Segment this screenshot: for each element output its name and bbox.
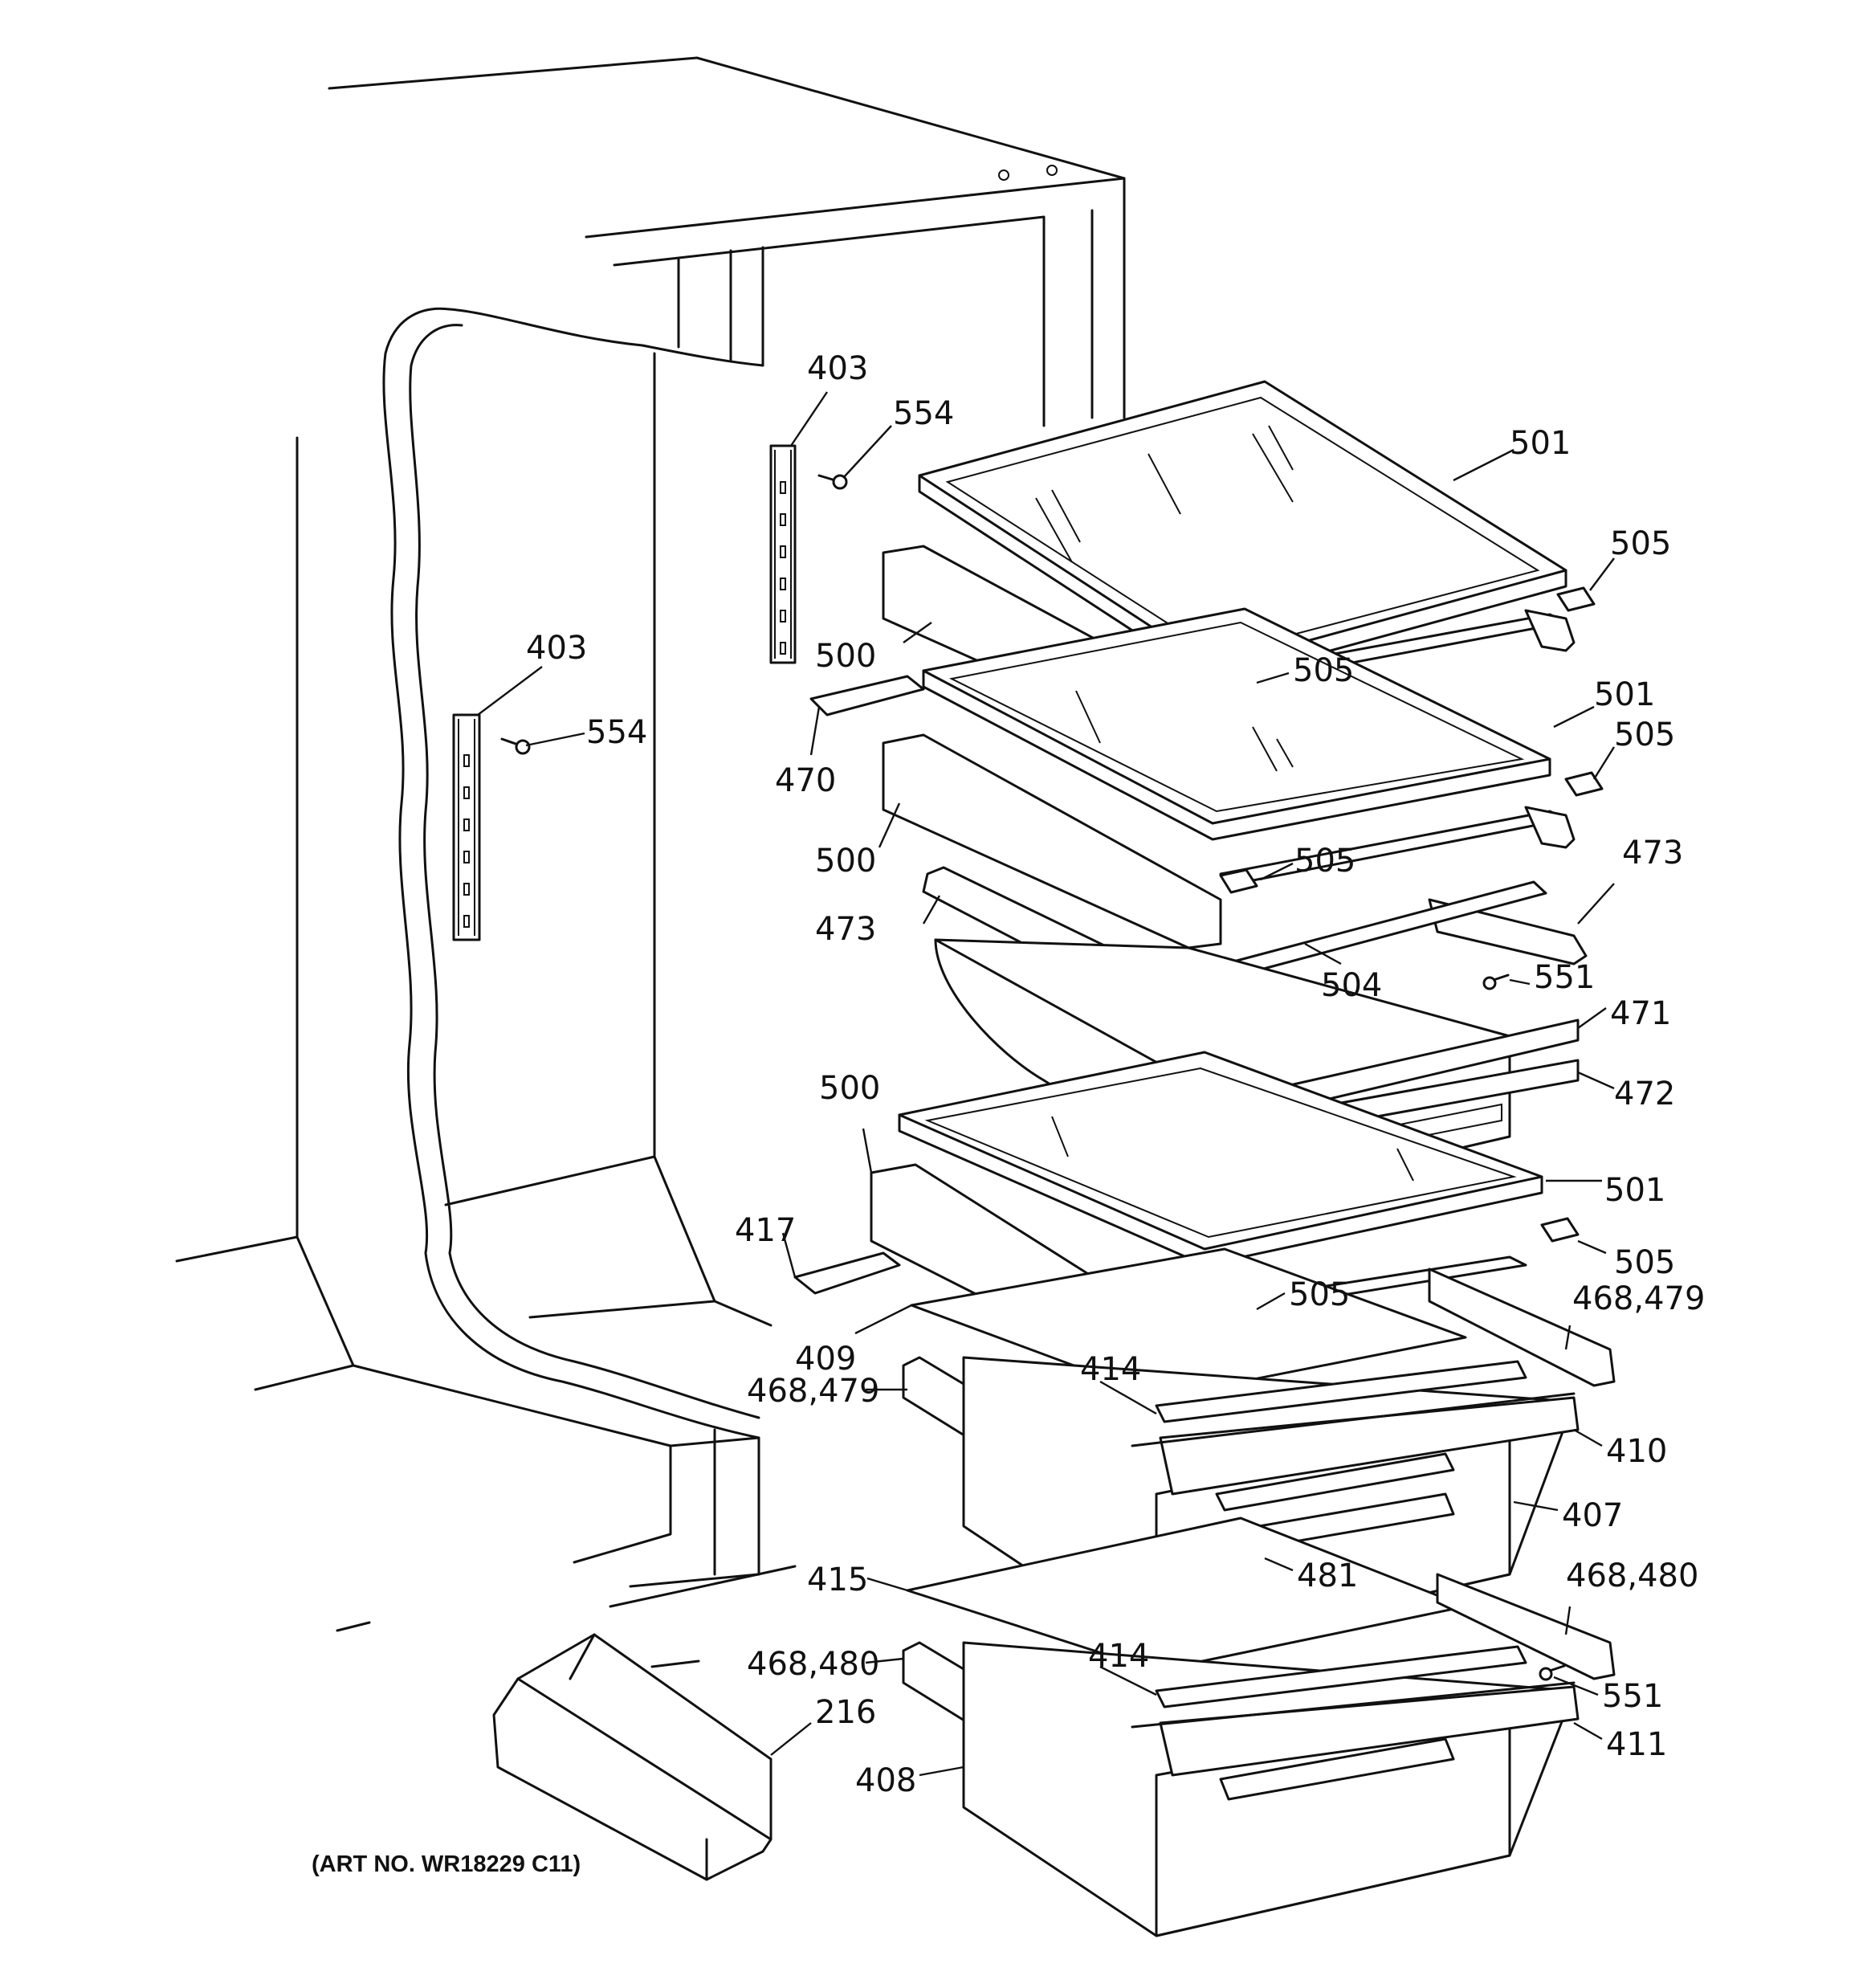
callout-417: 417 bbox=[735, 1212, 796, 1249]
trim-414-lower bbox=[1155, 1645, 1527, 1708]
screw-551-upper bbox=[1482, 974, 1510, 990]
end-cap-505-c bbox=[1564, 771, 1604, 797]
callout-403-upper: 403 bbox=[807, 350, 868, 387]
callout-554-lower: 554 bbox=[586, 714, 647, 751]
callout-500-top: 500 bbox=[815, 638, 876, 675]
callout-505-lower-right: 505 bbox=[1614, 1244, 1675, 1281]
callout-470: 470 bbox=[775, 762, 836, 799]
callout-505-middle-center: 505 bbox=[1294, 843, 1355, 880]
callout-414-upper: 414 bbox=[1080, 1351, 1141, 1388]
end-cap-505-e bbox=[1540, 1217, 1580, 1243]
callout-468-479-left: 468,479 bbox=[747, 1373, 879, 1410]
callout-505-top-right: 505 bbox=[1610, 525, 1671, 562]
trim-414-upper bbox=[1155, 1360, 1527, 1423]
callout-505-lower-center: 505 bbox=[1289, 1276, 1350, 1313]
end-cap-505-a bbox=[1556, 586, 1596, 612]
shelf-support-500-middle bbox=[882, 733, 1222, 949]
callout-216: 216 bbox=[815, 1694, 876, 1731]
frame-411 bbox=[1131, 1681, 1576, 1729]
cover-473-right bbox=[1428, 898, 1588, 965]
callout-554-upper: 554 bbox=[893, 395, 954, 432]
screw-upper bbox=[817, 474, 848, 490]
screw-lower bbox=[500, 737, 531, 755]
drawer-408 bbox=[962, 1641, 1580, 1937]
callout-501-top: 501 bbox=[1510, 425, 1571, 462]
callout-labels: 403 554 403 554 501 505 500 505 501 505 … bbox=[526, 350, 1705, 1799]
callout-505-middle-right: 505 bbox=[1614, 716, 1675, 753]
callout-500-middle: 500 bbox=[815, 843, 876, 880]
callout-473-right: 473 bbox=[1622, 835, 1683, 872]
leader-lines bbox=[477, 391, 1616, 1777]
callout-472: 472 bbox=[1614, 1076, 1675, 1112]
callout-501-middle: 501 bbox=[1594, 676, 1655, 713]
cabinet bbox=[175, 56, 1126, 1668]
rail-417 bbox=[793, 1251, 901, 1295]
frame-410 bbox=[1131, 1392, 1576, 1447]
drawer-slide-468-480-right bbox=[1436, 1573, 1616, 1680]
handle-408 bbox=[1219, 1737, 1455, 1801]
callout-504: 504 bbox=[1321, 967, 1382, 1004]
callout-408: 408 bbox=[855, 1762, 916, 1799]
callout-473-left: 473 bbox=[815, 911, 876, 948]
rail-470 bbox=[809, 675, 925, 716]
callout-505-top-center: 505 bbox=[1293, 652, 1354, 689]
callout-415: 415 bbox=[807, 1561, 868, 1598]
callout-468-480-right: 468,480 bbox=[1566, 1557, 1698, 1594]
callout-500-lower: 500 bbox=[819, 1070, 880, 1107]
callout-414-lower: 414 bbox=[1088, 1638, 1149, 1675]
dairy-bin-216 bbox=[492, 1633, 773, 1881]
shelf-ladder-upper bbox=[769, 444, 797, 664]
drawer-slide-468-479-right bbox=[1428, 1268, 1616, 1387]
art-number: (ART NO. WR18229 C11) bbox=[312, 1851, 581, 1877]
callout-468-479-right: 468,479 bbox=[1572, 1280, 1705, 1317]
screw-551-lower bbox=[1539, 1664, 1566, 1681]
callout-481: 481 bbox=[1297, 1557, 1358, 1594]
callout-551-lower: 551 bbox=[1602, 1678, 1663, 1715]
callout-407: 407 bbox=[1562, 1497, 1623, 1534]
shelf-ladder-lower bbox=[452, 713, 481, 941]
callout-403-lower: 403 bbox=[526, 630, 587, 667]
callout-468-480-left: 468,480 bbox=[747, 1646, 879, 1683]
callout-409: 409 bbox=[795, 1341, 856, 1378]
callout-501-lower: 501 bbox=[1604, 1172, 1665, 1209]
callout-410: 410 bbox=[1606, 1433, 1667, 1470]
end-cap-505-d bbox=[1219, 868, 1258, 894]
callout-411: 411 bbox=[1606, 1726, 1667, 1763]
callout-471: 471 bbox=[1610, 995, 1671, 1032]
glass-shelf-501-middle bbox=[922, 607, 1551, 841]
callout-551-upper: 551 bbox=[1534, 959, 1595, 996]
